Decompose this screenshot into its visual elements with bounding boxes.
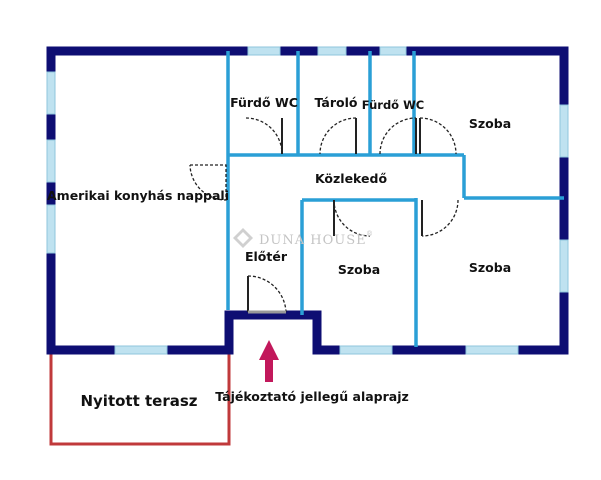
label-bath-2: Fürdő WC [362, 98, 424, 112]
interior-walls [226, 51, 564, 347]
terrace-outline [49, 352, 231, 446]
label-room-northeast: Szoba [469, 116, 511, 131]
label-storage: Tároló [315, 95, 358, 110]
label-hall: Előtér [245, 249, 288, 264]
diamond-logo-icon [233, 228, 253, 248]
watermark-text: DUNA HOUSE [259, 233, 367, 248]
doors [189, 117, 459, 314]
label-room-southeast: Szoba [469, 260, 511, 275]
label-corridor: Közlekedő [315, 171, 387, 186]
label-bath-1: Fürdő WC [230, 95, 298, 110]
watermark-registered: ® [366, 230, 374, 238]
label-room-middle: Szoba [338, 262, 380, 277]
label-terrace: Nyitott terasz [80, 392, 197, 410]
up-arrow-icon [259, 340, 279, 382]
label-living-kitchen: Amerikai konyhás nappali [47, 188, 229, 203]
caption: Tájékoztató jellegű alaprajz [215, 389, 409, 404]
watermark: DUNA HOUSE ® [233, 228, 374, 248]
windows [46, 46, 569, 355]
